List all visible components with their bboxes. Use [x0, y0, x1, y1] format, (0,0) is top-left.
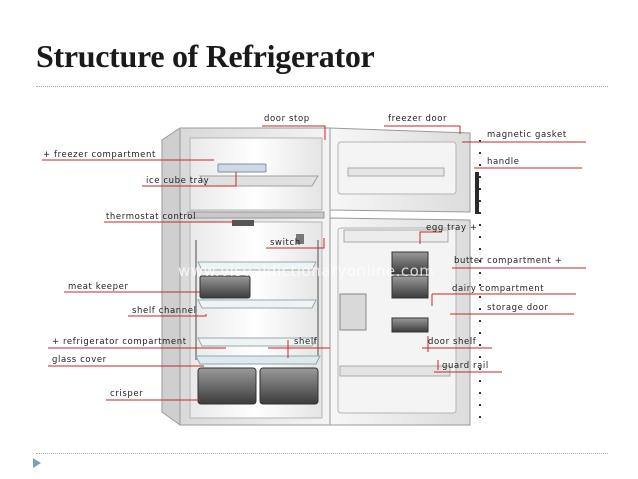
footer-divider — [36, 453, 608, 454]
slide-title: Structure of Refrigerator — [36, 38, 375, 74]
label-storage-door: storage door — [487, 303, 548, 313]
label-freezer-compartment: + freezer compartment — [43, 150, 156, 160]
label-meat-keeper: meat keeper — [68, 282, 129, 292]
label-thermostat-control: thermostat control — [106, 212, 196, 222]
label-guard-rail: guard rail — [442, 361, 489, 371]
label-crisper: crisper — [110, 389, 143, 399]
label-switch: switch — [270, 238, 301, 248]
label-handle: handle — [487, 157, 520, 167]
leader-lines — [42, 125, 586, 401]
label-door-stop: door stop — [264, 114, 310, 124]
label-dairy-compartment: dairy compartment — [452, 284, 544, 294]
triangle-bullet-icon — [33, 458, 41, 468]
label-ice-cube-tray: ice cube tray — [146, 176, 209, 186]
label-egg-tray: egg tray + — [426, 223, 478, 233]
diagram-labels: door stop freezer door magnetic gasket +… — [43, 114, 567, 399]
label-freezer-door: freezer door — [388, 114, 447, 124]
label-magnetic-gasket: magnetic gasket — [487, 130, 567, 140]
label-glass-cover: glass cover — [52, 355, 107, 365]
title-divider — [36, 86, 608, 87]
label-door-shelf: door shelf — [428, 337, 477, 347]
label-refrigerator-compartment: + refrigerator compartment — [52, 337, 187, 347]
label-shelf: shelf — [294, 337, 318, 347]
refrigerator-doors — [329, 127, 481, 426]
watermark: www.visualdictionaryonline.com — [178, 262, 434, 280]
label-shelf-channel: shelf channel — [132, 306, 197, 316]
label-butter-compartment: butter compartment + — [454, 256, 563, 266]
